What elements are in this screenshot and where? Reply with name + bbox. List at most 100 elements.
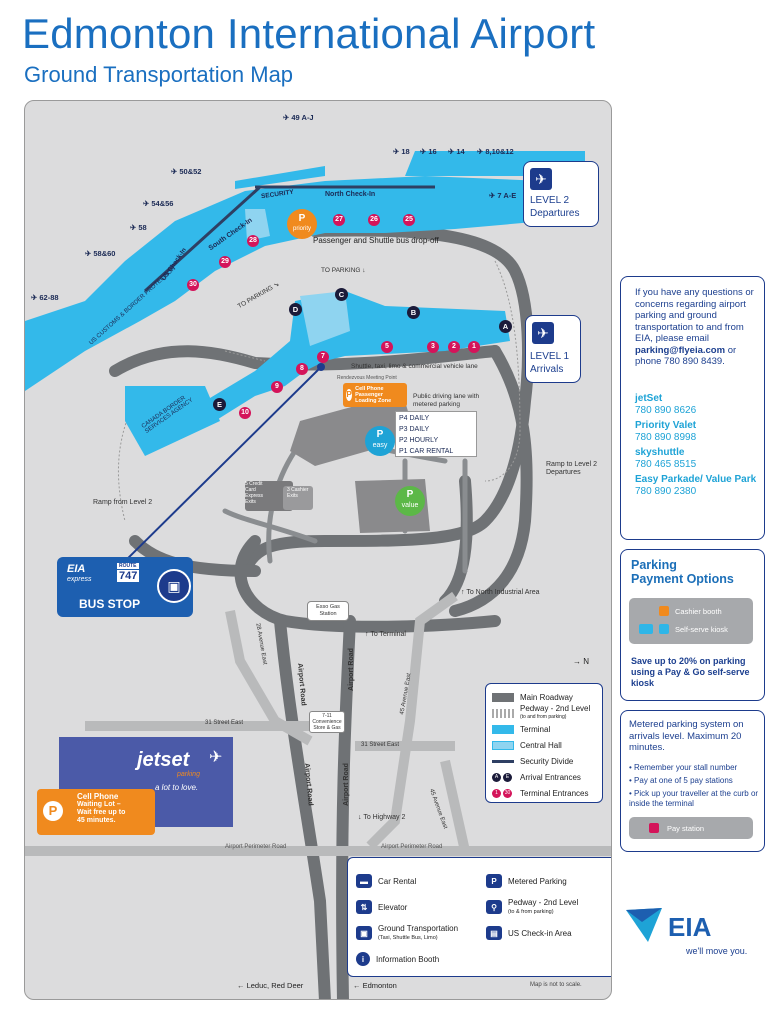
self-serve-kiosk-item: Self-serve kiosk (639, 624, 728, 634)
terminal-entrance-27: 27 (333, 214, 345, 226)
arrival-entrance-a: A (499, 320, 512, 333)
level-2-departures: ✈ LEVEL 2 Departures (523, 161, 599, 227)
map-base-drawing (25, 151, 611, 999)
arrival-entrance-c: C (335, 288, 348, 301)
level-p1: P1 CAR RENTAL (399, 448, 454, 455)
north-checkin-label: North Check-In (325, 191, 376, 198)
north-arrow: → N (573, 657, 590, 666)
airport-road-label-2: Airport Road (347, 648, 355, 691)
arrival-entrance-b: B (407, 306, 420, 319)
legend-ground-transportation: ▣Ground Transportation(Taxi, Shuttle Bus… (356, 920, 486, 946)
gate-62-88: ✈ 62-88 (31, 293, 59, 302)
leduc-direction: ← Leduc, Red Deer (237, 981, 304, 990)
icon-legend: ▬Car Rental ⇅Elevator ▣Ground Transporta… (347, 857, 611, 977)
terminal-entrance-5: 5 (381, 341, 393, 353)
gate-16: ✈ 16 (420, 147, 437, 156)
easy-parkade (290, 401, 415, 466)
parkade-levels: P4 DAILY P3 DAILY P2 HOURLY P1 CAR RENTA… (395, 411, 477, 457)
bus-stop-point (317, 363, 325, 371)
terminal-entrance-3: 3 (427, 341, 439, 353)
terminal-entrance-8: 8 (296, 363, 308, 375)
street-31-label-1: 31 Street East (205, 720, 244, 726)
service-jetset-phone: 780 890 8626 (635, 405, 697, 416)
service-skyshuttle-phone: 780 465 8515 (635, 459, 697, 470)
level-p4: P4 DAILY (399, 415, 430, 422)
gate-54-56: ✈ 54&56 (143, 199, 174, 208)
legend-terminal: Terminal (492, 721, 596, 737)
pay-station-item: Pay station (629, 817, 753, 839)
jetset-logo: jetset (137, 749, 190, 771)
level-1-sublabel: Arrivals (530, 364, 564, 375)
credit-card-exits: 5 Credit Card Express Exits (245, 481, 264, 505)
departures-terminal (25, 176, 545, 391)
terminal-entrance-10: 10 (239, 407, 251, 419)
service-easy-value-phone: 780 890 2380 (635, 486, 697, 497)
bus-icon: ▣ (157, 569, 191, 603)
payment-title-1: Parking (631, 558, 677, 572)
shuttle-lane-label: Shuttle, taxi, limo & commercial vehicle… (351, 363, 478, 370)
level-1-arrivals: ✈ LEVEL 1 Arrivals (525, 315, 581, 383)
canada-border-hall (125, 386, 220, 456)
eia-logo: EIA we'll move you. (624, 902, 764, 972)
jetset-plane-icon: ✈ (209, 749, 223, 766)
dropoff-label: Passenger and Shuttle bus drop-off (313, 236, 439, 245)
legend-pedway: Pedway - 2nd Level(to and from parking) (492, 705, 596, 721)
esso-gas-station: Esso Gas Station (307, 601, 349, 621)
central-hall-south (300, 291, 350, 346)
service-jetset: jetSet (635, 393, 663, 404)
eia-swoosh-icon (626, 908, 662, 942)
service-skyshuttle: skyshuttle (635, 447, 685, 458)
pedway-icon: ⚲ (486, 900, 502, 914)
arrival-entrance-e: E (213, 398, 226, 411)
service-easy-value: Easy Parkade/ Value Park (635, 474, 757, 485)
terminal-entrance-25: 25 (403, 214, 415, 226)
cashier-exits: 3 Cashier Exits (287, 487, 309, 499)
us-flag-icon: ▤ (486, 926, 502, 940)
page-title: Edmonton International Airport (22, 10, 596, 57)
terminal-entrance-29: 29 (219, 256, 231, 268)
eia-tagline: we'll move you. (686, 946, 748, 956)
rendezvous-label: Rendezvous Meeting Point (337, 375, 397, 381)
public-lane-label: Public driving lane with metered parking (413, 393, 480, 408)
gate-58-60: ✈ 58&60 (85, 249, 116, 258)
terminal-entrance-9: 9 (271, 381, 283, 393)
arrivals-terminal (155, 291, 510, 441)
payment-options-panel: Parking Payment Options Cashier booth Se… (620, 549, 765, 701)
to-parking-label-1: TO PARKING ↓ (321, 267, 366, 274)
parking-p-icon: P (346, 389, 353, 401)
gate-18: ✈ 18 (393, 147, 410, 156)
gate-49: ✈ 49 A-J (283, 113, 314, 122)
route-number: 747 (117, 570, 140, 582)
payment-methods: Cashier booth Self-serve kiosk (629, 598, 753, 644)
level-2-sublabel: Departures (530, 208, 580, 219)
car-rental-icon: ▬ (356, 874, 372, 888)
metered-intro: Metered parking system on arrivals level… (629, 719, 744, 753)
street-31-label-2: 31 Street East (361, 742, 400, 748)
cashier-plaza (283, 486, 313, 510)
gate-7: ✈ 7 A-E (489, 191, 517, 200)
terminal-entrance-1: 1 (468, 341, 480, 353)
page-subtitle: Ground Transportation Map (24, 62, 294, 87)
to-highway-2: ↓ To Highway 2 (358, 814, 406, 821)
eia-express-brand: EIA (67, 563, 86, 575)
security-divide-south (143, 185, 262, 293)
service-priority: Priority Valet (635, 420, 697, 431)
level-p3: P3 DAILY (399, 426, 430, 433)
legend-car-rental: ▬Car Rental (356, 868, 486, 894)
info-icon: i (356, 952, 370, 966)
seven-eleven-store: 7-11 Convenience Store & Gas (309, 711, 345, 733)
eia-wordmark: EIA (668, 912, 712, 942)
metered-parking-icon: P (486, 874, 502, 888)
cashier-booth-item: Cashier booth (659, 606, 722, 616)
legend-pedway: ⚲Pedway - 2nd Level(to & from parking) (486, 894, 611, 920)
jetset-tagline: a lot to love. (155, 783, 199, 792)
pedways (117, 260, 521, 522)
ramp-from-level-2: Ramp from Level 2 (93, 499, 153, 506)
contact-email[interactable]: parking@flyeia.com (635, 344, 726, 356)
terminal-entrance-26: 26 (368, 214, 380, 226)
bus-stop-sign: EIA express ROUTE 747 BUS STOP ▣ (57, 557, 193, 617)
